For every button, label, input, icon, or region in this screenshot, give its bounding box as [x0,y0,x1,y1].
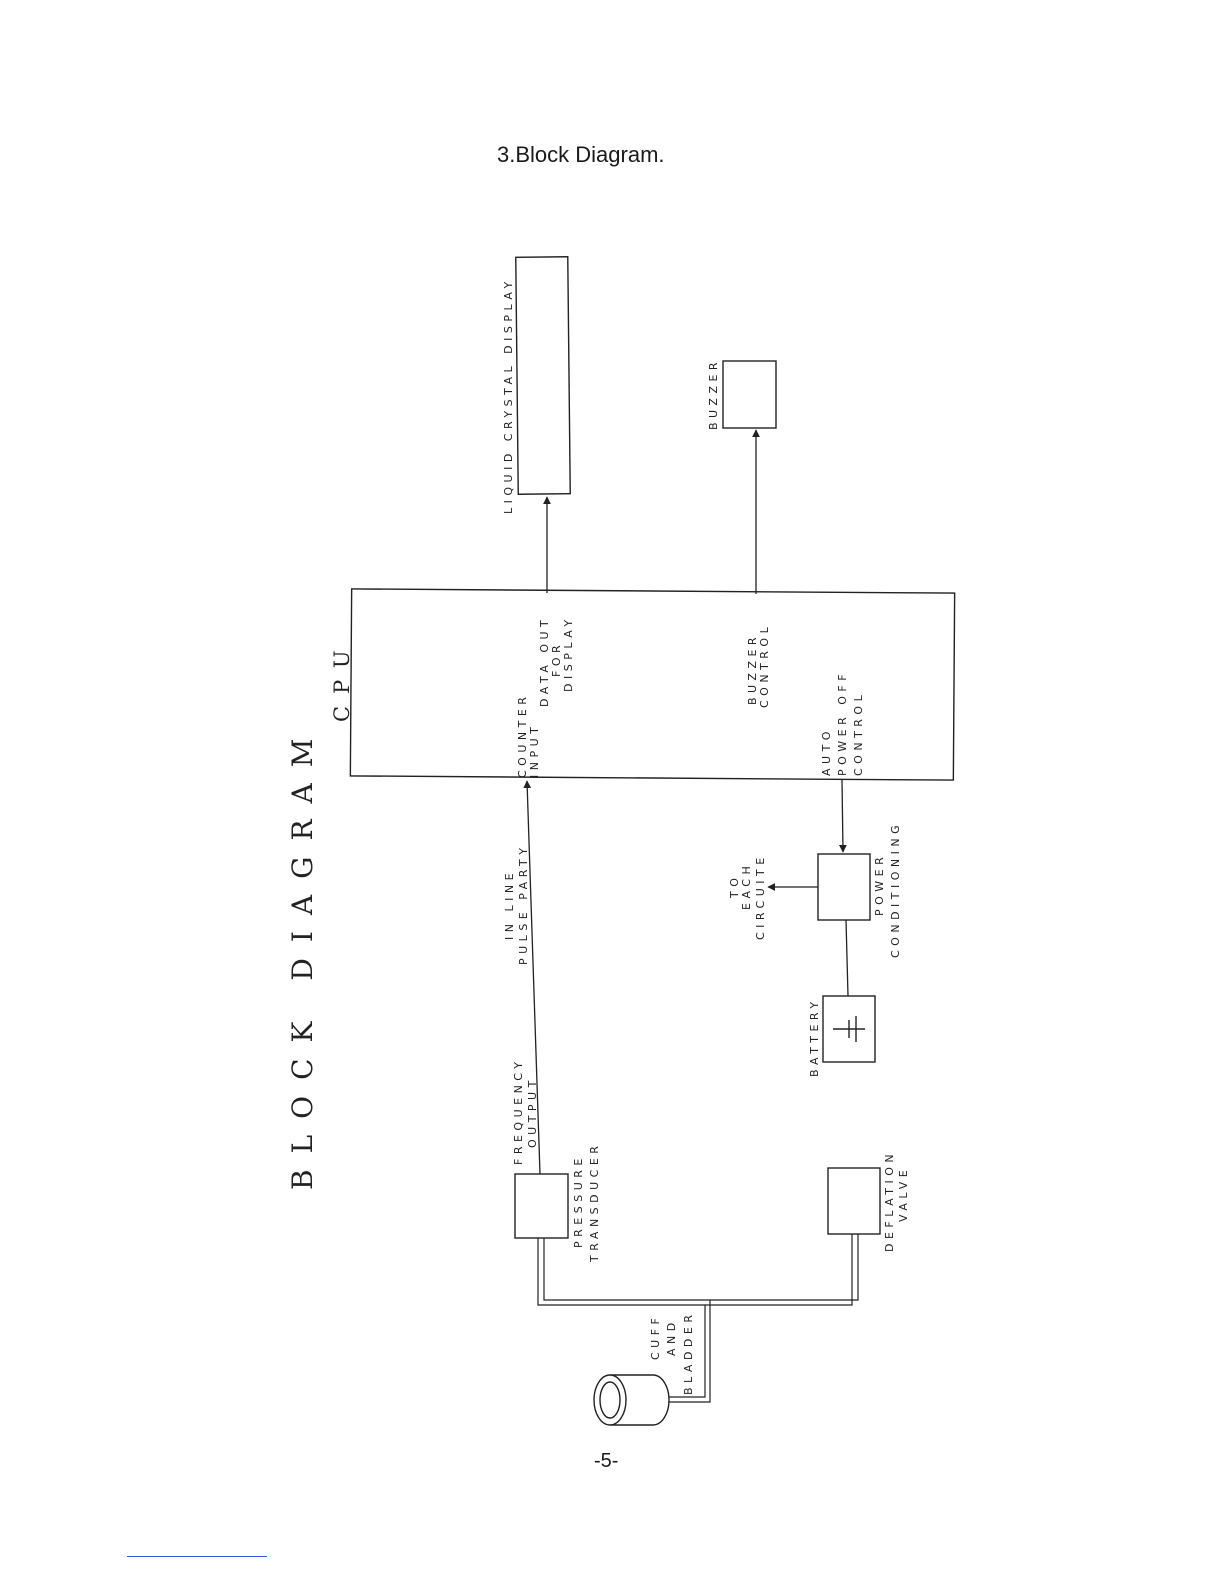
cuff-label-2: AND [665,1318,678,1356]
pulse-line-label-2: PULSE PARTY [517,844,530,965]
pressure-transducer-block [515,1174,568,1238]
cuff-icon [594,1375,669,1425]
buzzer-label: BUZZER [707,358,720,430]
power-conditioning-label-2: CONDITIONING [889,821,902,958]
battery-to-power-line [846,920,848,996]
footer-rule [127,1556,267,1557]
to-each-circuit-label-2: EACH [740,862,753,910]
diagram-title: BLOCK DIAGRAM [286,723,319,1190]
to-each-circuit-label-3: CIRCUITE [754,853,767,940]
lcd-block [516,257,570,495]
auto-power-label-1: AUTO [820,727,833,776]
frequency-output-label-2: OUTPUT [526,1076,539,1148]
buzzer-block [723,361,776,428]
air-tubes [538,1234,858,1402]
frequency-output-label-1: FREQUENCY [512,1057,525,1165]
lcd-label: LIQUID CRYSTAL DISPLAY [502,277,515,514]
buzzer-control-label-2: CONTROL [758,623,771,708]
cuff-label-1: CUFF [649,1314,662,1360]
page-number: -5- [594,1450,618,1473]
deflation-valve-block [828,1168,880,1234]
pulse-line-label-1: IN LINE [503,869,516,940]
counter-input-label-2: INPUT [528,723,541,778]
cpu-label: CPU [330,638,354,722]
cpu-to-power-arrow [842,780,843,852]
cuff-label-3: BLADDER [682,1311,695,1396]
power-conditioning-block [818,854,870,920]
auto-power-label-2: POWER OFF [836,670,849,776]
auto-power-label-3: CONTROL [852,691,865,776]
pressure-transducer-label-1: PRESSURE [572,1154,585,1248]
battery-symbol-icon [833,1016,865,1042]
deflation-valve-label-2: VALVE [897,1166,910,1222]
power-conditioning-label-1: POWER [873,853,886,916]
deflation-valve-label-1: DEFLATION [883,1150,896,1252]
battery-label: BATTERY [808,997,821,1077]
pressure-transducer-label-2: TRANSDUCER [588,1142,601,1263]
data-out-label-3: DISPLAY [562,615,575,692]
